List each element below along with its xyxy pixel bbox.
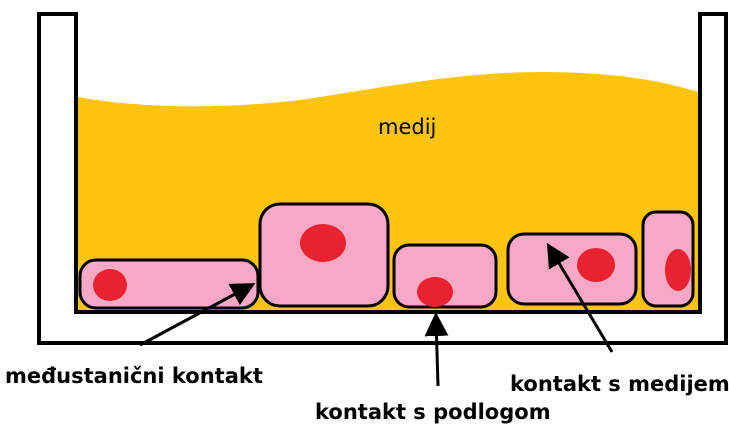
dish-bottom xyxy=(41,314,724,341)
cell-nucleus xyxy=(665,249,691,291)
cell-nucleus xyxy=(93,269,127,301)
label-medium-contact: kontakt s medijem xyxy=(510,372,729,396)
cell-nucleus xyxy=(417,277,453,307)
cell-body xyxy=(508,234,636,304)
label-medium: medij xyxy=(378,115,436,139)
label-substrate-contact: kontakt s podlogom xyxy=(315,400,551,424)
cell-3 xyxy=(394,245,496,307)
cell-nucleus xyxy=(577,248,615,282)
dish-wall-right xyxy=(702,16,724,314)
cell-1 xyxy=(80,260,258,308)
cell-5 xyxy=(643,212,693,306)
label-cell-cell-contact: međustanični kontakt xyxy=(5,364,263,388)
cell-4 xyxy=(508,234,636,304)
cell-nucleus xyxy=(300,224,346,262)
arrow-substrate-contact xyxy=(436,318,438,386)
dish-wall-left xyxy=(41,16,74,314)
cell-2 xyxy=(260,204,388,306)
